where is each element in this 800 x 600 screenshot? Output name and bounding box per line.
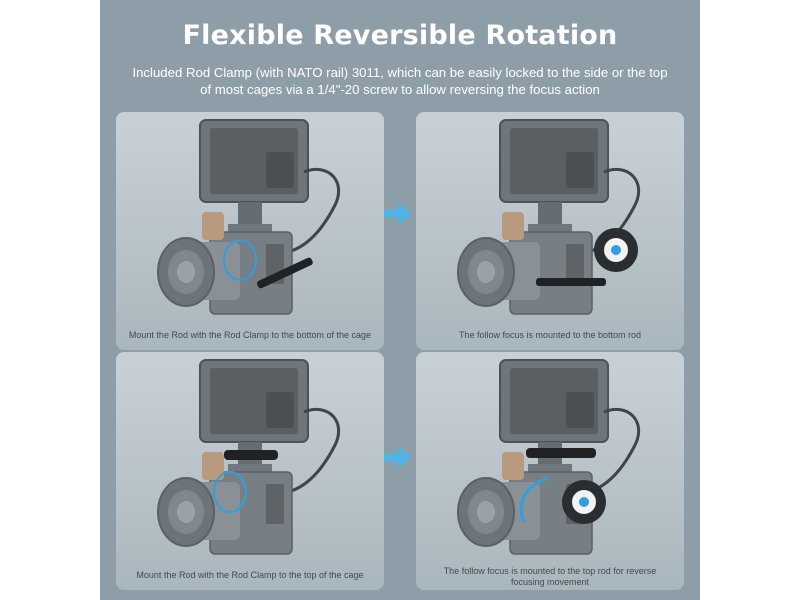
rod: [256, 257, 313, 289]
rod: [536, 278, 606, 286]
rod: [526, 448, 596, 458]
camera-rig-illustration: [156, 118, 341, 316]
caption-line-1: The follow focus is mounted to the botto…: [458, 330, 642, 340]
follow-focus-knob: [611, 245, 621, 255]
page-title: Flexible Reversible Rotation: [182, 20, 618, 51]
caption: Mount the Rod with the Rod Clamp to the …: [116, 330, 384, 341]
camera-rig: [156, 118, 341, 316]
caption: The follow focus is mounted to the top r…: [416, 566, 684, 588]
rod-clamp: [213, 471, 247, 513]
panel-step-1: Mount the Rod with the Rod Clamp to the …: [116, 112, 384, 350]
subtitle-line-1: Included Rod Clamp (with NATO rail) 3011…: [132, 65, 668, 80]
right-arrow-icon: [384, 203, 412, 225]
caption-line-1: Mount the Rod with the Rod Clamp to the …: [128, 330, 372, 340]
rod-clamp: [223, 239, 257, 281]
camera-rig-illustration: [456, 118, 641, 316]
caption: Mount the Rod with the Rod Clamp to the …: [116, 570, 384, 581]
follow-focus-knob: [579, 497, 589, 507]
camera-rig-illustration: [156, 358, 341, 556]
panel-step-4: The follow focus is mounted to the top r…: [416, 352, 684, 590]
product-feature-page: Flexible Reversible Rotation Included Ro…: [100, 0, 700, 600]
right-arrow-icon: [384, 446, 412, 468]
page-subtitle: Included Rod Clamp (with NATO rail) 3011…: [110, 64, 690, 98]
panel-step-2: The follow focus is mounted to the botto…: [416, 112, 684, 350]
caption: The follow focus is mounted to the botto…: [416, 330, 684, 341]
panel-step-3: Mount the Rod with the Rod Clamp to the …: [116, 352, 384, 590]
caption-line-1: Mount the Rod with the Rod Clamp to the …: [136, 570, 364, 580]
subtitle-line-2: of most cages via a 1/4"-20 screw to all…: [200, 82, 600, 97]
caption-line-1: The follow focus is mounted to the top r…: [443, 566, 657, 576]
camera-rig-illustration: [456, 358, 641, 556]
rod: [224, 450, 278, 460]
rotation-arrow: [519, 476, 549, 523]
caption-line-2: focusing movement: [510, 577, 590, 587]
